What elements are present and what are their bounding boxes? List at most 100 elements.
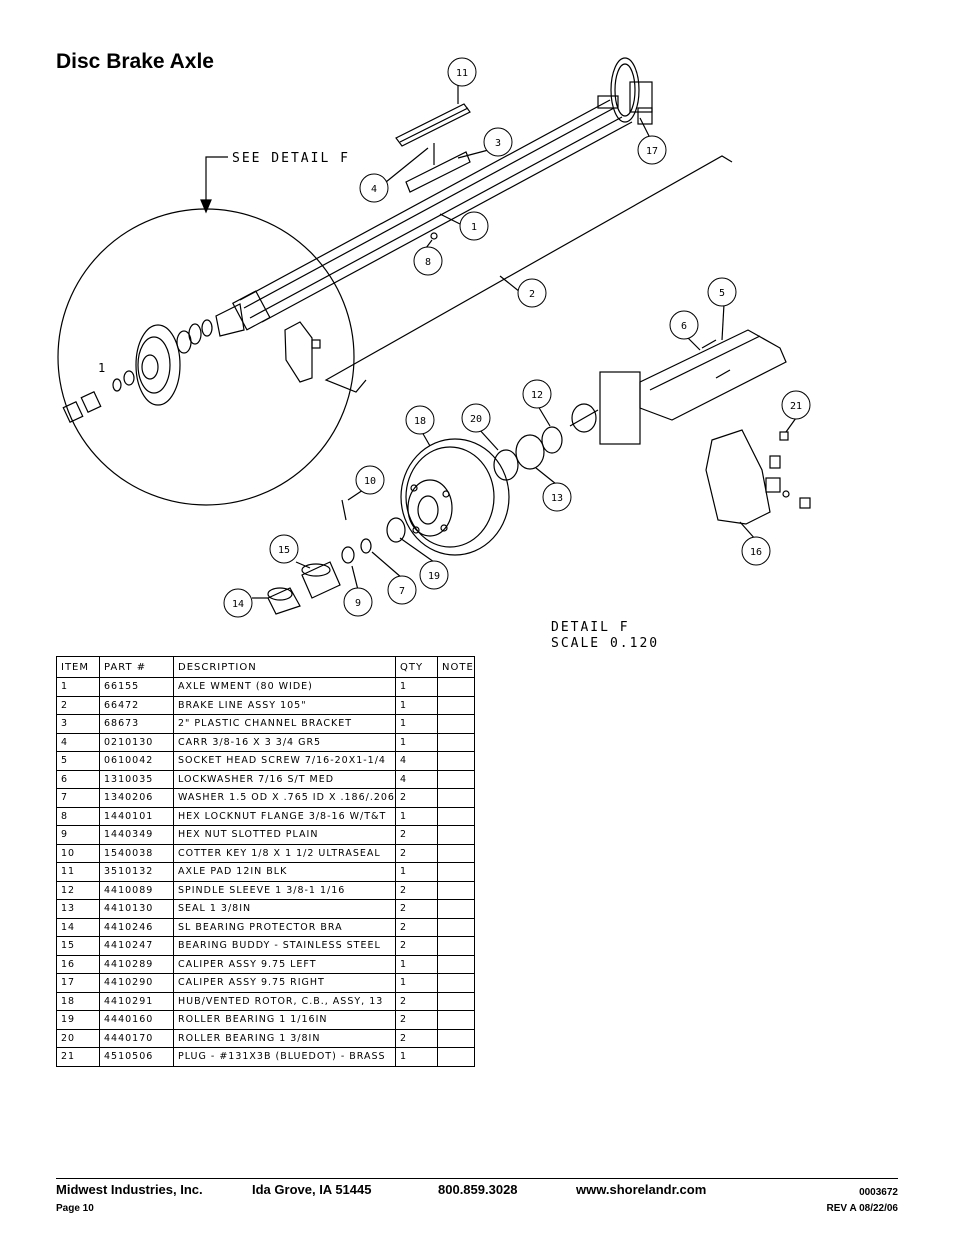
small-caliper: [284, 321, 321, 383]
cell-note: [436, 899, 475, 919]
callout-18: 18: [414, 416, 426, 427]
cell-item: 14: [56, 917, 100, 937]
cell-note: [436, 917, 475, 937]
cell-note: [436, 936, 475, 956]
cell-qty: 1: [394, 862, 438, 882]
cell-item: 9: [56, 825, 100, 845]
cell-note: [436, 1047, 475, 1067]
page-title: Disc Brake Axle: [56, 50, 214, 73]
callout-11: 11: [456, 68, 468, 79]
callout-19: 19: [428, 571, 440, 582]
callout-10: 10: [364, 476, 376, 487]
cell-description: COTTER KEY 1/8 X 1 1/2 ULTRASEAL: [173, 843, 396, 863]
cell-qty: 1: [394, 695, 438, 715]
cell-item: 4: [56, 732, 100, 752]
cell-part-number: 1440101: [99, 806, 174, 826]
cell-description: ROLLER BEARING 1 3/8IN: [173, 1028, 396, 1048]
cell-note: [436, 677, 475, 697]
cell-part-number: 1440349: [99, 825, 174, 845]
cell-note: [436, 788, 475, 808]
right-hub-assembly: [597, 57, 653, 125]
cell-note: [436, 825, 475, 845]
callout-2: 2: [529, 289, 535, 300]
cell-description: BRAKE LINE ASSY 105": [173, 695, 396, 715]
sleeve-12: [541, 426, 563, 454]
cell-note: [436, 1028, 475, 1048]
cell-description: SOCKET HEAD SCREW 7/16-20X1-1/4: [173, 751, 396, 771]
cell-part-number: 0610042: [99, 751, 174, 771]
cell-item: 18: [56, 991, 100, 1011]
right-spindle-assembly: [569, 329, 787, 445]
cell-description: HEX NUT SLOTTED PLAIN: [173, 825, 396, 845]
cell-part-number: 4410089: [99, 880, 174, 900]
callout-16: 16: [750, 547, 762, 558]
callout-8: 8: [425, 257, 431, 268]
cell-description: ROLLER BEARING 1 1/16IN: [173, 1010, 396, 1030]
cell-part-number: 1540038: [99, 843, 174, 863]
cell-item: 12: [56, 880, 100, 900]
cell-note: [436, 714, 475, 734]
callout-21: 21: [790, 401, 802, 412]
cell-note: [436, 991, 475, 1011]
cell-qty: 1: [394, 714, 438, 734]
detail-label: DETAIL F: [551, 620, 630, 635]
cell-qty: 2: [394, 936, 438, 956]
cell-note: [436, 769, 475, 789]
header-note: NOTE: [436, 656, 475, 678]
cell-part-number: 4410130: [99, 899, 174, 919]
large-caliper: [705, 429, 811, 525]
footer-doc-number: 0003672: [859, 1187, 898, 1198]
footer-revision: REV A 08/22/06: [826, 1203, 898, 1214]
cell-qty: 2: [394, 991, 438, 1011]
cell-part-number: 4410246: [99, 917, 174, 937]
cell-description: LOCKWASHER 7/16 S/T MED: [173, 769, 396, 789]
header-item: ITEM: [56, 656, 100, 678]
cell-part-number: 4510506: [99, 1047, 174, 1067]
brake-line: [324, 155, 733, 393]
cell-part-number: 68673: [99, 714, 174, 734]
cell-part-number: 4410247: [99, 936, 174, 956]
small-hardware: [62, 370, 135, 424]
cell-description: AXLE WMENT (80 WIDE): [173, 677, 396, 697]
small-rotor: [135, 324, 181, 406]
cell-item: 5: [56, 751, 100, 771]
callout-numbers: 11 3 4 1 8 2 17 5 6 21 12 20 18 13 19 7 …: [232, 68, 802, 610]
cell-part-number: 4410290: [99, 973, 174, 993]
footer-phone: 800.859.3028: [438, 1182, 518, 1197]
cell-note: [436, 1010, 475, 1030]
detail-arrow-head: [200, 199, 212, 214]
callout-3: 3: [495, 138, 501, 149]
cell-description: SPINDLE SLEEVE 1 3/8-1 1/16: [173, 880, 396, 900]
seal-13: [515, 434, 545, 470]
detail-scale: SCALE 0.120: [551, 636, 659, 650]
cell-qty: 1: [394, 1047, 438, 1067]
cell-description: PLUG - #131X3B (BLUEDOT) - BRASS: [173, 1047, 396, 1067]
cell-note: [436, 751, 475, 771]
cell-description: CARR 3/8-16 X 3 3/4 GR5: [173, 732, 396, 752]
cell-item: 11: [56, 862, 100, 882]
callout-balloons: [223, 57, 811, 618]
cell-part-number: 4440160: [99, 1010, 174, 1030]
callout-1: 1: [471, 222, 477, 233]
cell-qty: 1: [394, 732, 438, 752]
callout-5: 5: [719, 288, 725, 299]
washer-7: [360, 538, 372, 554]
channel-bracket: [405, 151, 471, 193]
cell-description: SEAL 1 3/8IN: [173, 899, 396, 919]
locknut: [430, 232, 438, 240]
cell-item: 20: [56, 1028, 100, 1048]
cell-qty: 1: [394, 973, 438, 993]
cell-description: CALIPER ASSY 9.75 RIGHT: [173, 973, 396, 993]
cell-item: 2: [56, 695, 100, 715]
cell-part-number: 4440170: [99, 1028, 174, 1048]
